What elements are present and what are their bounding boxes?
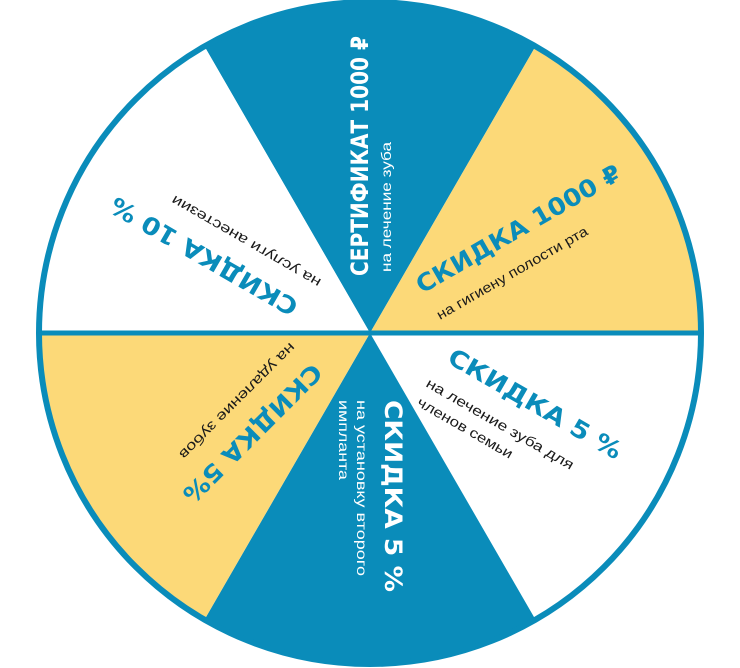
wheel-rim bbox=[36, 0, 704, 667]
segment-title: СКИДКА 5 % bbox=[379, 400, 407, 592]
segment-discount-5-implant[interactable]: СКИДКА 5 % на установку второго импланта bbox=[336, 400, 407, 592]
segment-subtitle: импланта bbox=[336, 400, 352, 480]
segment-subtitle: на установку второго bbox=[354, 400, 370, 576]
wheel-slices bbox=[39, 1, 701, 664]
segment-title: СЕРТИФИКАТ 1000 ₽ bbox=[346, 36, 374, 276]
wheel-slice[interactable] bbox=[204, 1, 536, 334]
segment-subtitle: на лечение зуба bbox=[378, 142, 394, 272]
wheel-slice[interactable] bbox=[204, 333, 536, 664]
segment-certificate-1000[interactable]: СЕРТИФИКАТ 1000 ₽ на лечение зуба bbox=[346, 36, 394, 276]
